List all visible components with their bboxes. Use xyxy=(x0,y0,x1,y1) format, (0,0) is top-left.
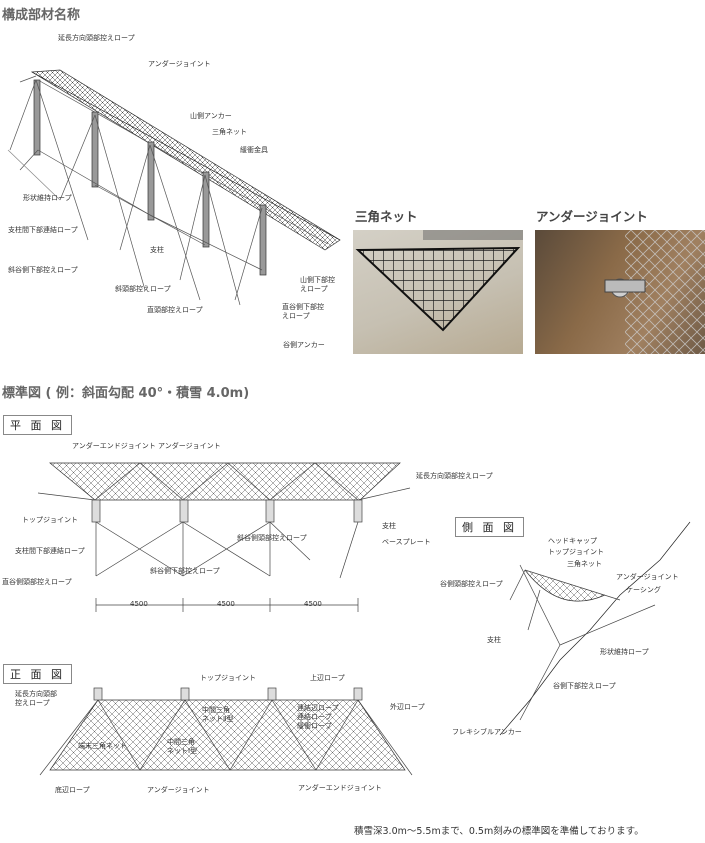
side-label-casing: ケーシング xyxy=(626,586,661,594)
section-title-components: 構成部材名称 xyxy=(2,8,81,23)
photo-title-under-joint: アンダージョイント xyxy=(536,209,648,224)
side-label-head-cap: ヘッドキャップ xyxy=(548,537,597,545)
label-straight-valley-lower-rope: 直谷側下部控えロープ xyxy=(282,303,324,320)
plan-label-under-joint: アンダージョイント xyxy=(158,442,221,450)
plan-label-extension-head-rope: 延長方向頭部控えロープ xyxy=(416,472,493,480)
front-label-end-triangle-net: 端末三角ネット xyxy=(78,742,127,750)
side-label-under-joint: アンダージョイント xyxy=(616,573,679,581)
photo-under-joint xyxy=(535,230,705,354)
side-view-title: 側 面 図 xyxy=(455,517,524,537)
side-view-drawing xyxy=(499,521,691,736)
front-label-outer-rope: 外辺ロープ xyxy=(390,703,425,711)
plan-view-title: 平 面 図 xyxy=(3,415,72,435)
label-under-joint: アンダージョイント xyxy=(148,60,211,68)
label-valley-anchor: 谷側アンカー xyxy=(283,341,325,349)
perspective-drawing xyxy=(7,69,341,306)
front-label-mid-net-2b: ネットⅡ型 xyxy=(202,715,234,723)
plan-span-1: 4500 xyxy=(130,600,148,608)
front-label-under-joint: アンダージョイント xyxy=(147,786,210,794)
plan-label-oblique-valley-lower-rope: 斜谷側下部控えロープ xyxy=(150,567,220,575)
front-label-buffer-rope: 緩衝ロープ xyxy=(297,722,332,730)
side-label-valley-head-rope: 谷側頭部控えロープ xyxy=(440,580,503,588)
plan-view-drawing xyxy=(37,462,411,612)
front-label-mid-net-2a: 中間三角 xyxy=(202,706,230,714)
photo-title-triangle-net: 三角ネット xyxy=(355,209,418,224)
side-label-valley-lower-rope: 谷側下部控えロープ xyxy=(553,682,616,690)
plan-label-base-plate: ベースプレート xyxy=(382,538,431,546)
label-shape-rope: 形状維持ロープ xyxy=(23,194,72,202)
plan-label-oblique-valley-head-rope: 斜谷側頭部控えロープ xyxy=(237,534,307,542)
label-oblique-head-rope: 斜頭部控えロープ xyxy=(115,285,171,293)
section-title-standard-drawing: 標準図 ( 例：斜面勾配 40°・積雪 4.0m) xyxy=(2,386,250,401)
front-label-extension-head-2: 控えロープ xyxy=(15,699,50,707)
label-oblique-valley-lower-rope: 斜谷側下部控えロープ xyxy=(8,266,78,274)
side-label-post: 支柱 xyxy=(487,636,501,644)
side-label-top-joint: トップジョイント xyxy=(548,548,604,556)
front-label-connect-rope: 連結ロープ xyxy=(297,713,332,721)
label-straight-head-rope: 直頭部控えロープ xyxy=(147,306,203,314)
front-label-connect-side-rope: 連結辺ロープ xyxy=(297,704,339,712)
front-label-mid-net-1b: ネットⅠ型 xyxy=(167,747,198,755)
plan-label-post: 支柱 xyxy=(382,522,396,530)
label-triangle-net: 三角ネット xyxy=(212,128,247,136)
label-buffer-fitting: 緩衝金具 xyxy=(240,146,268,154)
front-label-upper-rope: 上辺ロープ xyxy=(310,674,345,682)
plan-span-2: 4500 xyxy=(217,600,235,608)
front-label-bottom-rope: 底辺ロープ xyxy=(55,786,90,794)
plan-label-top-joint: トップジョイント xyxy=(22,516,78,524)
plan-label-straight-valley-head-rope: 直谷側頭部控えロープ xyxy=(2,578,72,586)
front-view-title: 正 面 図 xyxy=(3,664,72,684)
footer-note: 積雪深3.0m〜5.5mまで、0.5m刻みの標準図を準備しております。 xyxy=(354,826,644,837)
photo-triangle-net xyxy=(353,230,523,354)
front-label-mid-net-1a: 中間三角 xyxy=(167,738,195,746)
plan-span-3: 4500 xyxy=(304,600,322,608)
side-label-triangle-net: 三角ネット xyxy=(567,560,602,568)
label-mountain-lower-rope: 山側下部控えロープ xyxy=(300,276,335,293)
front-view-drawing xyxy=(39,687,413,776)
plan-label-post-connect-rope: 支柱間下部連結ロープ xyxy=(15,547,85,555)
label-post-lower-connect-rope: 支柱間下部連結ロープ xyxy=(8,226,78,234)
front-label-under-end-joint: アンダーエンドジョイント xyxy=(298,784,382,792)
side-label-shape-rope: 形状維持ロープ xyxy=(600,648,649,656)
label-post: 支柱 xyxy=(150,246,164,254)
plan-label-under-end-joint: アンダーエンドジョイント xyxy=(72,442,156,450)
label-extension-head-rope: 延長方向頭部控えロープ xyxy=(58,34,135,42)
label-mountain-anchor: 山側アンカー xyxy=(190,112,232,120)
front-label-extension-head-1: 延長方向頭部 xyxy=(15,690,57,698)
front-label-top-joint: トップジョイント xyxy=(200,674,256,682)
side-label-flexible-anchor: フレキシブルアンカー xyxy=(452,728,522,736)
